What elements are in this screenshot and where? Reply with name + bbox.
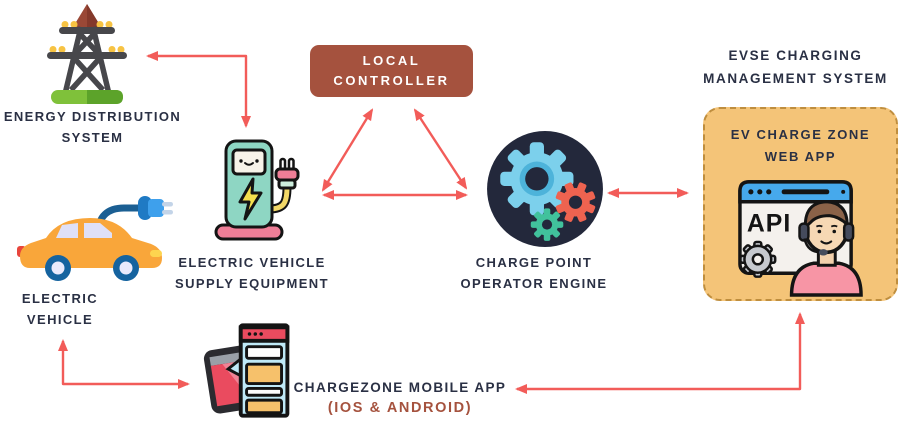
energy-distribution-system-label: ENERGY DISTRIBUTION SYSTEM [0, 106, 185, 148]
label-line: SYSTEM [61, 130, 124, 145]
arrow-web-app-to-mobile-app [515, 312, 805, 394]
label-line: LOCAL [362, 53, 421, 68]
label-line: EVSE CHARGING [728, 48, 863, 63]
api-text: API [747, 211, 791, 238]
label-line: CHARGE POINT [475, 255, 593, 270]
label-line: (IOS & ANDROID) [327, 400, 473, 416]
label-line: ELECTRIC [21, 291, 99, 306]
arrow-mobile-app-to-electric-vehicle [58, 339, 190, 389]
local-controller-box: LOCAL CONTROLLER [310, 45, 473, 97]
label-line: EV CHARGE ZONE [730, 127, 871, 142]
label-line: VEHICLE [26, 312, 94, 327]
arrow-local-controller-to-cpo [413, 108, 468, 190]
web-app-title: EV CHARGE ZONE WEB APP [705, 124, 896, 168]
label-line: ENERGY DISTRIBUTION [3, 109, 182, 124]
evse-label: ELECTRIC VEHICLE SUPPLY EQUIPMENT [146, 252, 358, 294]
mobile-app-icon [203, 323, 290, 418]
charging-station-icon [214, 139, 300, 241]
api-support-icon: API [738, 180, 863, 297]
label-line: OPERATOR ENGINE [460, 276, 608, 291]
ev-charge-zone-web-app-box: EV CHARGE ZONE WEB APP API [703, 107, 898, 301]
label-line: ELECTRIC VEHICLE [178, 255, 326, 270]
cms-system-title: EVSE CHARGING MANAGEMENT SYSTEM [688, 44, 903, 90]
chargezone-mobile-app-label: CHARGEZONE MOBILE APP (IOS & ANDROID) [288, 377, 512, 419]
label-line: SUPPLY EQUIPMENT [175, 276, 329, 291]
electric-car-icon [17, 196, 173, 281]
label-line: CONTROLLER [333, 73, 450, 88]
cpo-engine-label: CHARGE POINT OPERATOR ENGINE [428, 252, 640, 294]
gears-icon [487, 131, 603, 247]
arrow-evse-to-local-controller [321, 108, 374, 192]
label-line: WEB APP [764, 149, 837, 164]
label-line: CHARGEZONE MOBILE APP [293, 380, 507, 395]
transmission-tower-icon [47, 4, 127, 104]
label-line: MANAGEMENT SYSTEM [703, 71, 888, 86]
electric-vehicle-label: ELECTRIC VEHICLE [0, 288, 120, 330]
